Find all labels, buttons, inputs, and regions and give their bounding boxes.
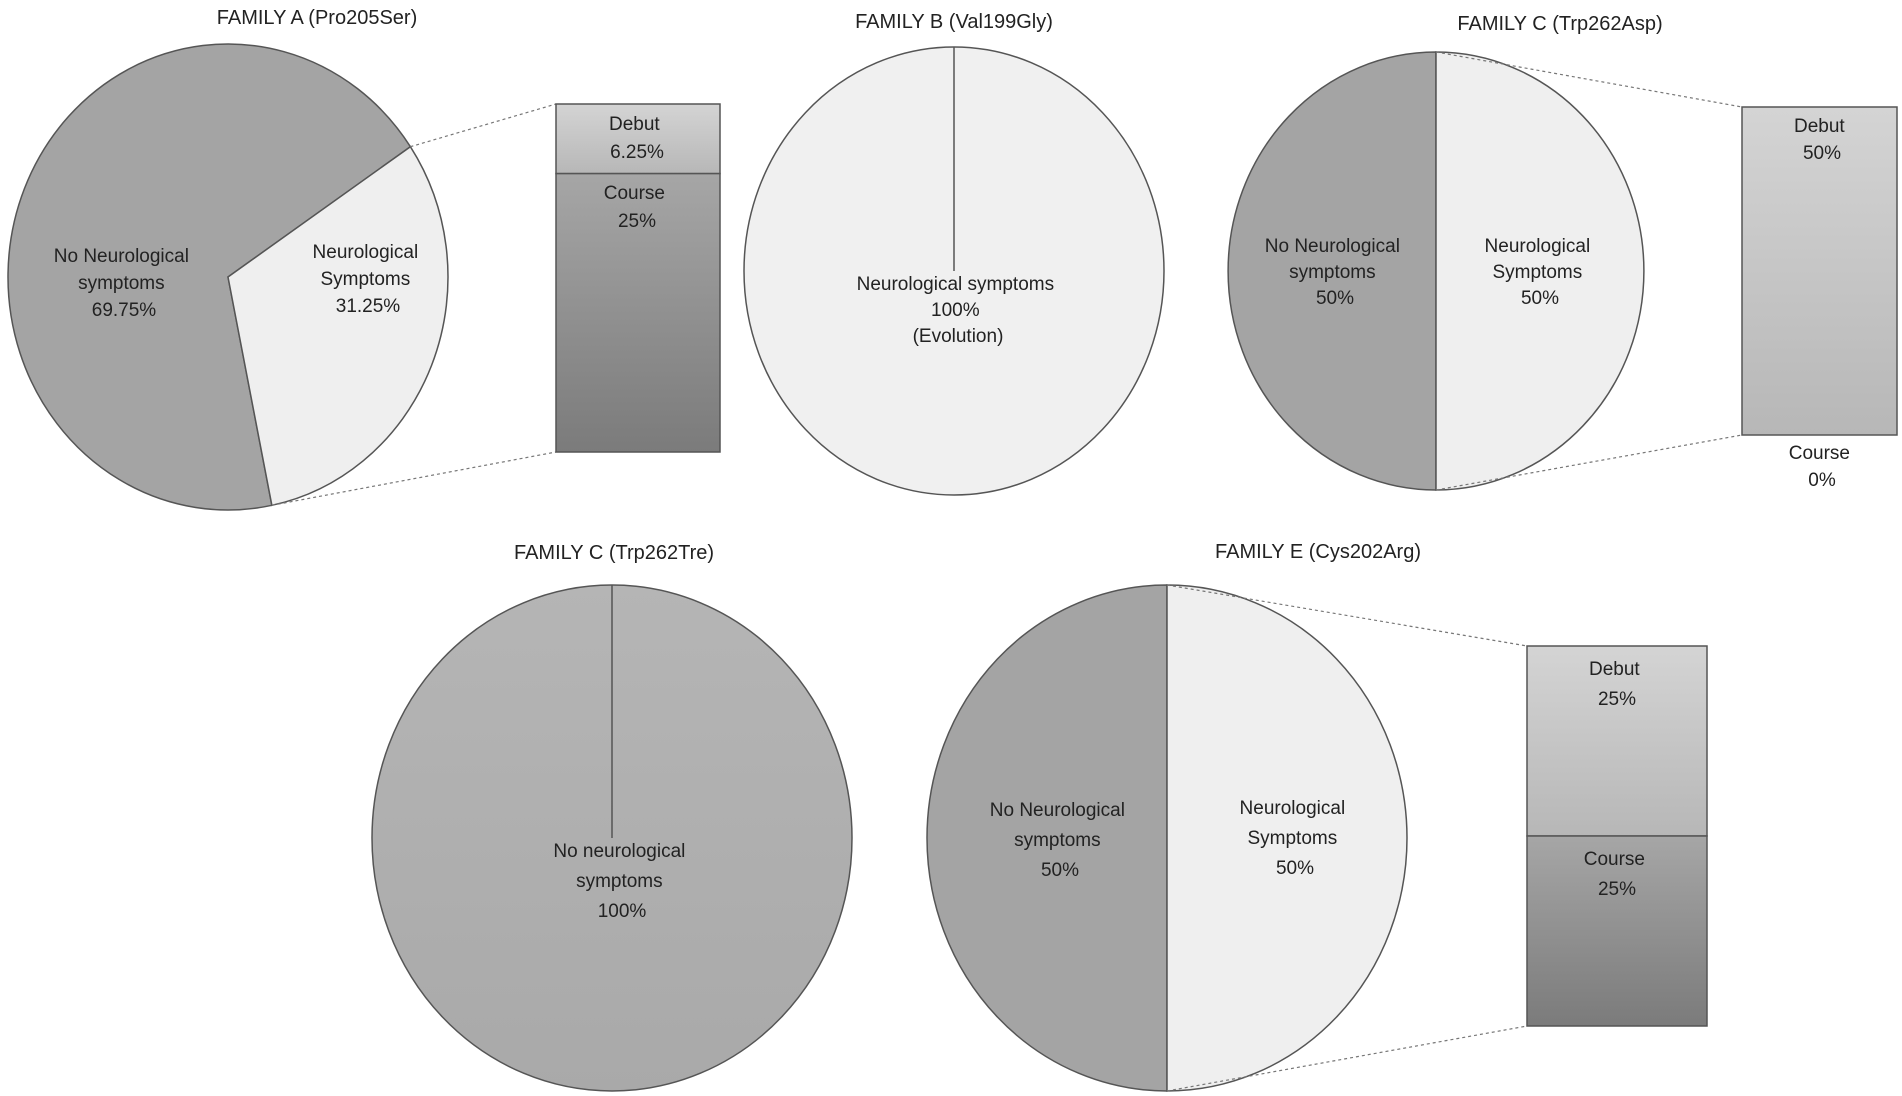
pie-family-e: [926, 584, 1408, 1092]
pie-family-a: [7, 43, 449, 511]
slice-label: No Neurological symptoms 50%: [1265, 236, 1405, 309]
chart-title-family-c-trp262asp: FAMILY C (Trp262Asp): [1457, 13, 1662, 35]
pie-slice: [1435, 51, 1645, 491]
breakdown-label: Course 25%: [1584, 849, 1651, 900]
slice-label: No neurological symptoms 100%: [553, 841, 690, 922]
pie-slice: [227, 145, 449, 507]
slice-label: Neurological Symptoms 50%: [1485, 236, 1596, 309]
chart-title-family-a: FAMILY A (Pro205Ser): [217, 7, 417, 29]
chart-family-a: FAMILY A (Pro205Ser) No Neurological sym…: [7, 7, 721, 511]
chart-title-family-b: FAMILY B (Val199Gly): [855, 11, 1053, 33]
pie-family-c-trp262tre: [371, 584, 853, 1092]
connector-line: [1166, 1025, 1528, 1092]
chart-family-c-trp262asp: FAMILY C (Trp262Asp) No Neurological sym…: [1227, 13, 1898, 491]
chart-title-family-e: FAMILY E (Cys202Arg): [1215, 541, 1421, 563]
slice-label: No Neurological symptoms 69.75%: [54, 246, 194, 321]
slice-label: Neurological Symptoms 50%: [1240, 798, 1351, 879]
chart-family-b: FAMILY B (Val199Gly) Neurological sympto…: [743, 11, 1165, 496]
connector-line: [1435, 434, 1743, 491]
slice-label: Neurological symptoms 100% (Evolution): [857, 274, 1060, 347]
pie-slice: [1166, 584, 1408, 1092]
breakdown-label: Debut 6.25%: [609, 114, 665, 163]
pie-slice: [926, 584, 1168, 1092]
connector-line: [410, 103, 557, 148]
breakdown-label: Course 25%: [604, 183, 671, 232]
breakdown-bar-family-c: [1435, 51, 1898, 491]
breakdown-segment: [1526, 645, 1708, 837]
breakdown-label: Debut 50%: [1794, 116, 1850, 164]
breakdown-bar-family-a: [271, 103, 721, 506]
breakdown-segment: [555, 103, 721, 175]
breakdown-bar-family-e: [1166, 584, 1708, 1092]
breakdown-label: Debut 25%: [1589, 659, 1645, 710]
breakdown-segment: [1526, 835, 1708, 1027]
connector-line: [1166, 584, 1528, 647]
chart-family-e: FAMILY E (Cys202Arg) No Neurological sym…: [926, 541, 1708, 1092]
breakdown-label: Course 0%: [1789, 443, 1856, 491]
breakdown-segment: [1741, 106, 1898, 436]
pie-family-c-trp262asp: [1227, 51, 1645, 491]
chart-title-family-c-trp262tre: FAMILY C (Trp262Tre): [514, 542, 714, 564]
connector-line: [271, 451, 557, 506]
connector-line: [1435, 51, 1743, 108]
slice-label: Neurological Symptoms 31.25%: [313, 242, 424, 317]
pie-slice: [7, 43, 412, 511]
chart-family-c-trp262tre: FAMILY C (Trp262Tre) No neurological sym…: [371, 542, 853, 1092]
breakdown-segment: [555, 172, 721, 453]
pie-slice: [1227, 51, 1437, 491]
pie-family-b: [743, 46, 1165, 496]
slice-label: No Neurological symptoms 50%: [990, 800, 1130, 881]
